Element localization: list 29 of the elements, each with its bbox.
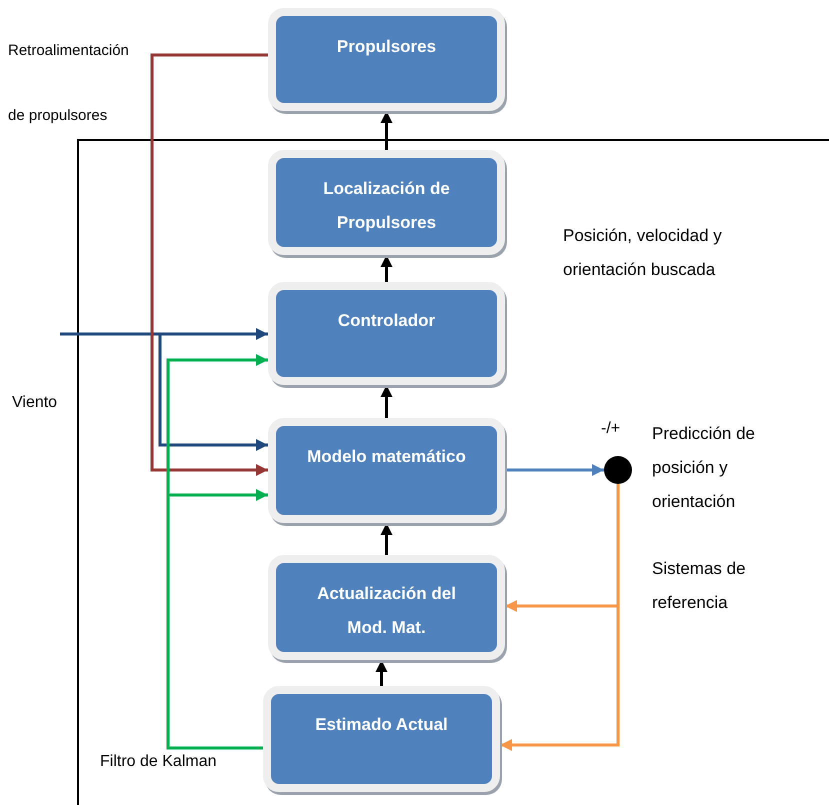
process-box xyxy=(268,555,505,660)
arrow xyxy=(166,489,268,750)
arrow xyxy=(150,54,268,476)
arrow xyxy=(380,385,392,418)
box-label: Estimado Actual xyxy=(314,714,449,736)
arrow xyxy=(500,484,620,751)
arrow xyxy=(380,523,392,555)
box-label: Propulsores xyxy=(336,36,438,58)
arrow xyxy=(60,332,268,451)
box-label: Controlador xyxy=(336,310,436,332)
process-box xyxy=(268,150,505,255)
process-box xyxy=(268,282,505,385)
annotation-text: Retroalimentación de propulsores xyxy=(8,41,130,126)
sign-label: -/+ xyxy=(601,420,620,438)
arrow xyxy=(505,464,604,476)
box-label: Actualización del Mod. Mat. xyxy=(316,583,457,639)
arrow xyxy=(380,255,392,282)
process-box xyxy=(268,8,505,111)
process-box xyxy=(263,686,500,792)
annotation-text: Posición, velocidad y orientación buscada xyxy=(563,225,723,281)
annotation-text: Predicción de posición y orientación xyxy=(652,423,756,513)
arrow xyxy=(376,660,388,686)
box-label: Modelo matemático xyxy=(306,446,467,468)
annotation-text: Viento xyxy=(12,393,58,413)
annotation-text: Sistemas de referencia xyxy=(652,558,747,614)
process-box xyxy=(268,418,505,523)
box-label: Localización de Propulsores xyxy=(322,178,451,234)
annotation-text: Filtro de Kalman xyxy=(100,752,218,772)
arrow xyxy=(380,111,392,150)
